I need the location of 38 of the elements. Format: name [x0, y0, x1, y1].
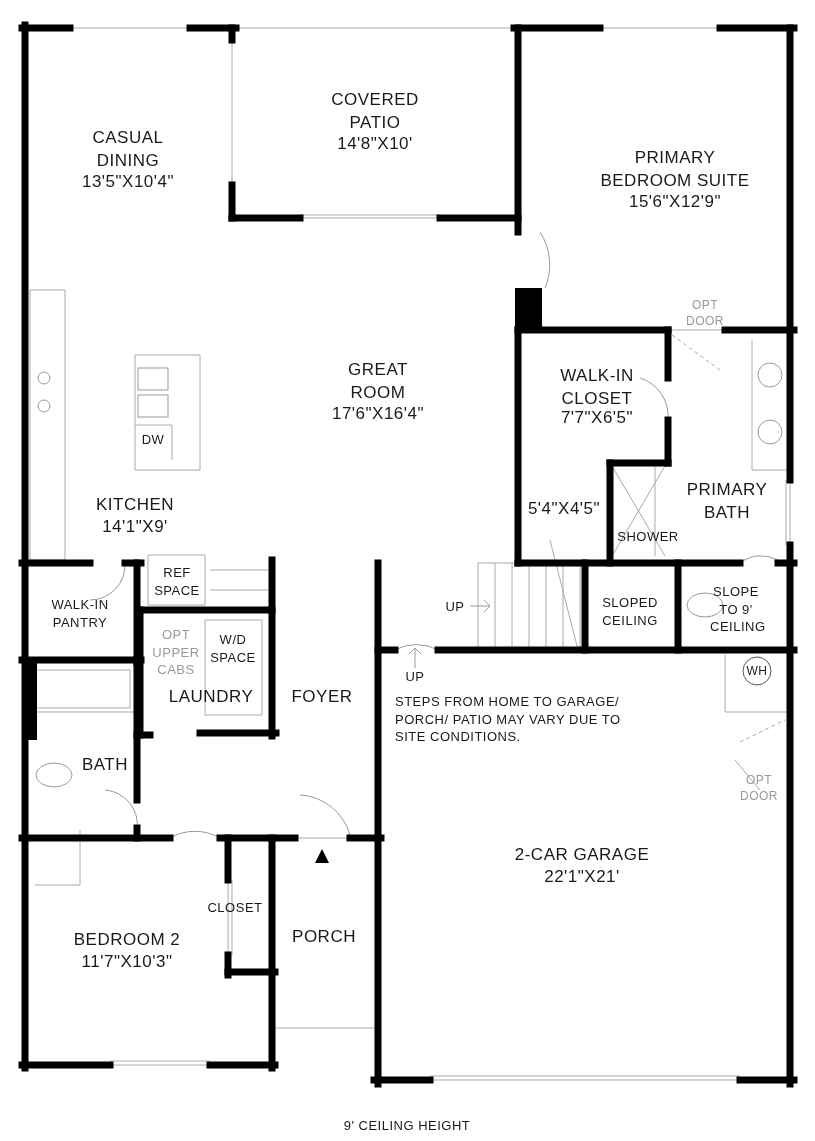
room-label: PORCH	[291, 926, 357, 948]
dimension-label: 13'5"X10'4"	[80, 171, 176, 193]
dimension-label: 17'6"X16'4"	[330, 403, 426, 425]
dimension-label: 14'1"X9'	[101, 516, 169, 538]
room-label: BATH	[80, 754, 130, 776]
dimension-label: 5'4"X4'5"	[526, 498, 602, 520]
dimension-label: 14'8"X10'	[336, 133, 414, 155]
room-label: REF SPACE	[153, 564, 201, 600]
room-label: CLOSET	[206, 899, 264, 917]
room-label: KITCHEN	[94, 494, 176, 516]
room-label: SLOPE TO 9' CEILING	[710, 583, 762, 636]
dimension-label: 15'6"X12'9"	[627, 191, 723, 213]
room-label: DW	[140, 431, 166, 449]
room-label: WALK-IN CLOSET	[559, 365, 635, 410]
room-label: LAUNDRY	[167, 686, 255, 708]
option-label: OPT UPPER CABS	[151, 626, 201, 679]
room-label: PRIMARY BEDROOM SUITE	[599, 147, 751, 192]
room-label: 2-CAR GARAGE	[513, 844, 651, 866]
dimension-label: 11'7"X10'3"	[80, 951, 174, 973]
dimension-label: 22'1"X21'	[543, 866, 621, 888]
room-label: FOYER	[290, 686, 354, 708]
room-label: UP	[444, 598, 466, 616]
room-label: COVERED PATIO	[330, 89, 420, 134]
option-label: OPT DOOR	[739, 772, 779, 805]
room-label: CASUAL DINING	[91, 127, 165, 172]
room-label: BEDROOM 2	[72, 929, 182, 951]
room-label: PRIMARY BATH	[685, 479, 769, 524]
room-label: W/D SPACE	[209, 631, 257, 667]
room-label: SHOWER	[616, 528, 680, 546]
room-label: WH	[745, 663, 769, 680]
room-label: GREAT ROOM	[347, 359, 409, 404]
room-label: SLOPED CEILING	[601, 594, 659, 630]
caption: 9' CEILING HEIGHT	[342, 1117, 472, 1135]
room-label: WALK-IN PANTRY	[50, 596, 110, 632]
option-label: OPT DOOR	[685, 297, 725, 330]
room-label: UP	[404, 668, 426, 686]
note-text: STEPS FROM HOME TO GARAGE/ PORCH/ PATIO MAY VARY DUE TO SITE CONDITIONS.	[395, 693, 622, 746]
dimension-label: 7'7"X6'5"	[559, 407, 635, 429]
